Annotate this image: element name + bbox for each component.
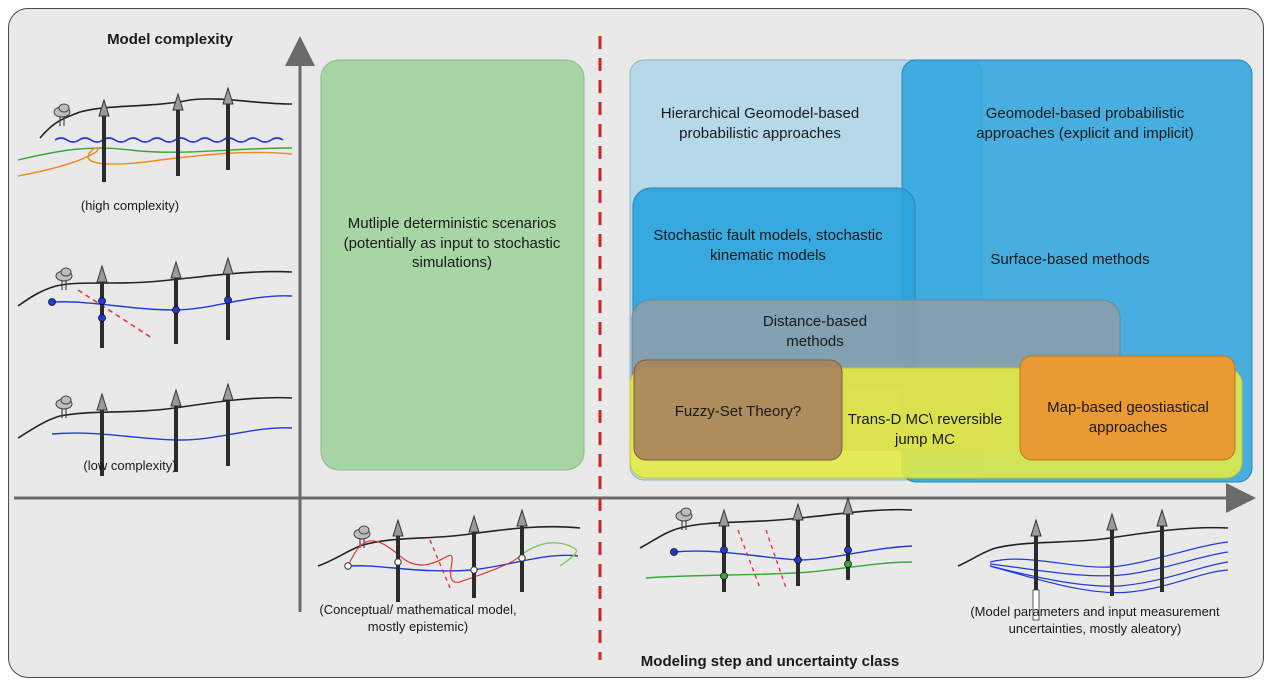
aleatory-caption: (Model parameters and input measurement … (970, 604, 1220, 636)
high-complexity-caption: (high complexity) (80, 198, 180, 213)
x-axis-label: Modeling step and uncertainty class (640, 653, 900, 670)
low-complexity-caption: (low complexity) (83, 458, 177, 473)
conceptual-model-sketch (317, 509, 581, 603)
medium-complexity-sketch (17, 257, 293, 349)
high-complexity-sketch (17, 87, 293, 183)
fuzzy-set-label: Fuzzy-Set Theory? (674, 403, 802, 420)
y-axis-label: Model complexity (107, 31, 233, 48)
aleatory-sketch (957, 509, 1229, 621)
trans-d-label: Trans-D MC\ reversible jump MC (847, 411, 1003, 448)
hierarchical-geomodel-label: Hierarchical Geomodel-based probabilisti… (660, 105, 860, 142)
geomodel-probabilistic-label: Geomodel-based probabilistic approaches … (976, 105, 1194, 142)
distance-based-label: Distance-based methods (762, 313, 868, 350)
conceptual-caption: (Conceptual/ mathematical model, mostly … (319, 602, 517, 634)
stochastic-fault-label: Stochastic fault models, stochastic kine… (653, 227, 883, 264)
map-based-label: Map-based geostiastical approaches (1047, 399, 1209, 436)
deterministic-scenarios-label: Mutliple deterministic scenarios (potent… (343, 215, 561, 271)
fuzzy-set-box (633, 359, 843, 461)
surface-based-label: Surface-based methods (990, 251, 1150, 268)
deterministic-scenarios-box (320, 59, 585, 471)
parameter-uncertainty-sketch (639, 497, 913, 593)
low-complexity-sketch (17, 383, 293, 477)
map-based-box (1019, 355, 1236, 461)
